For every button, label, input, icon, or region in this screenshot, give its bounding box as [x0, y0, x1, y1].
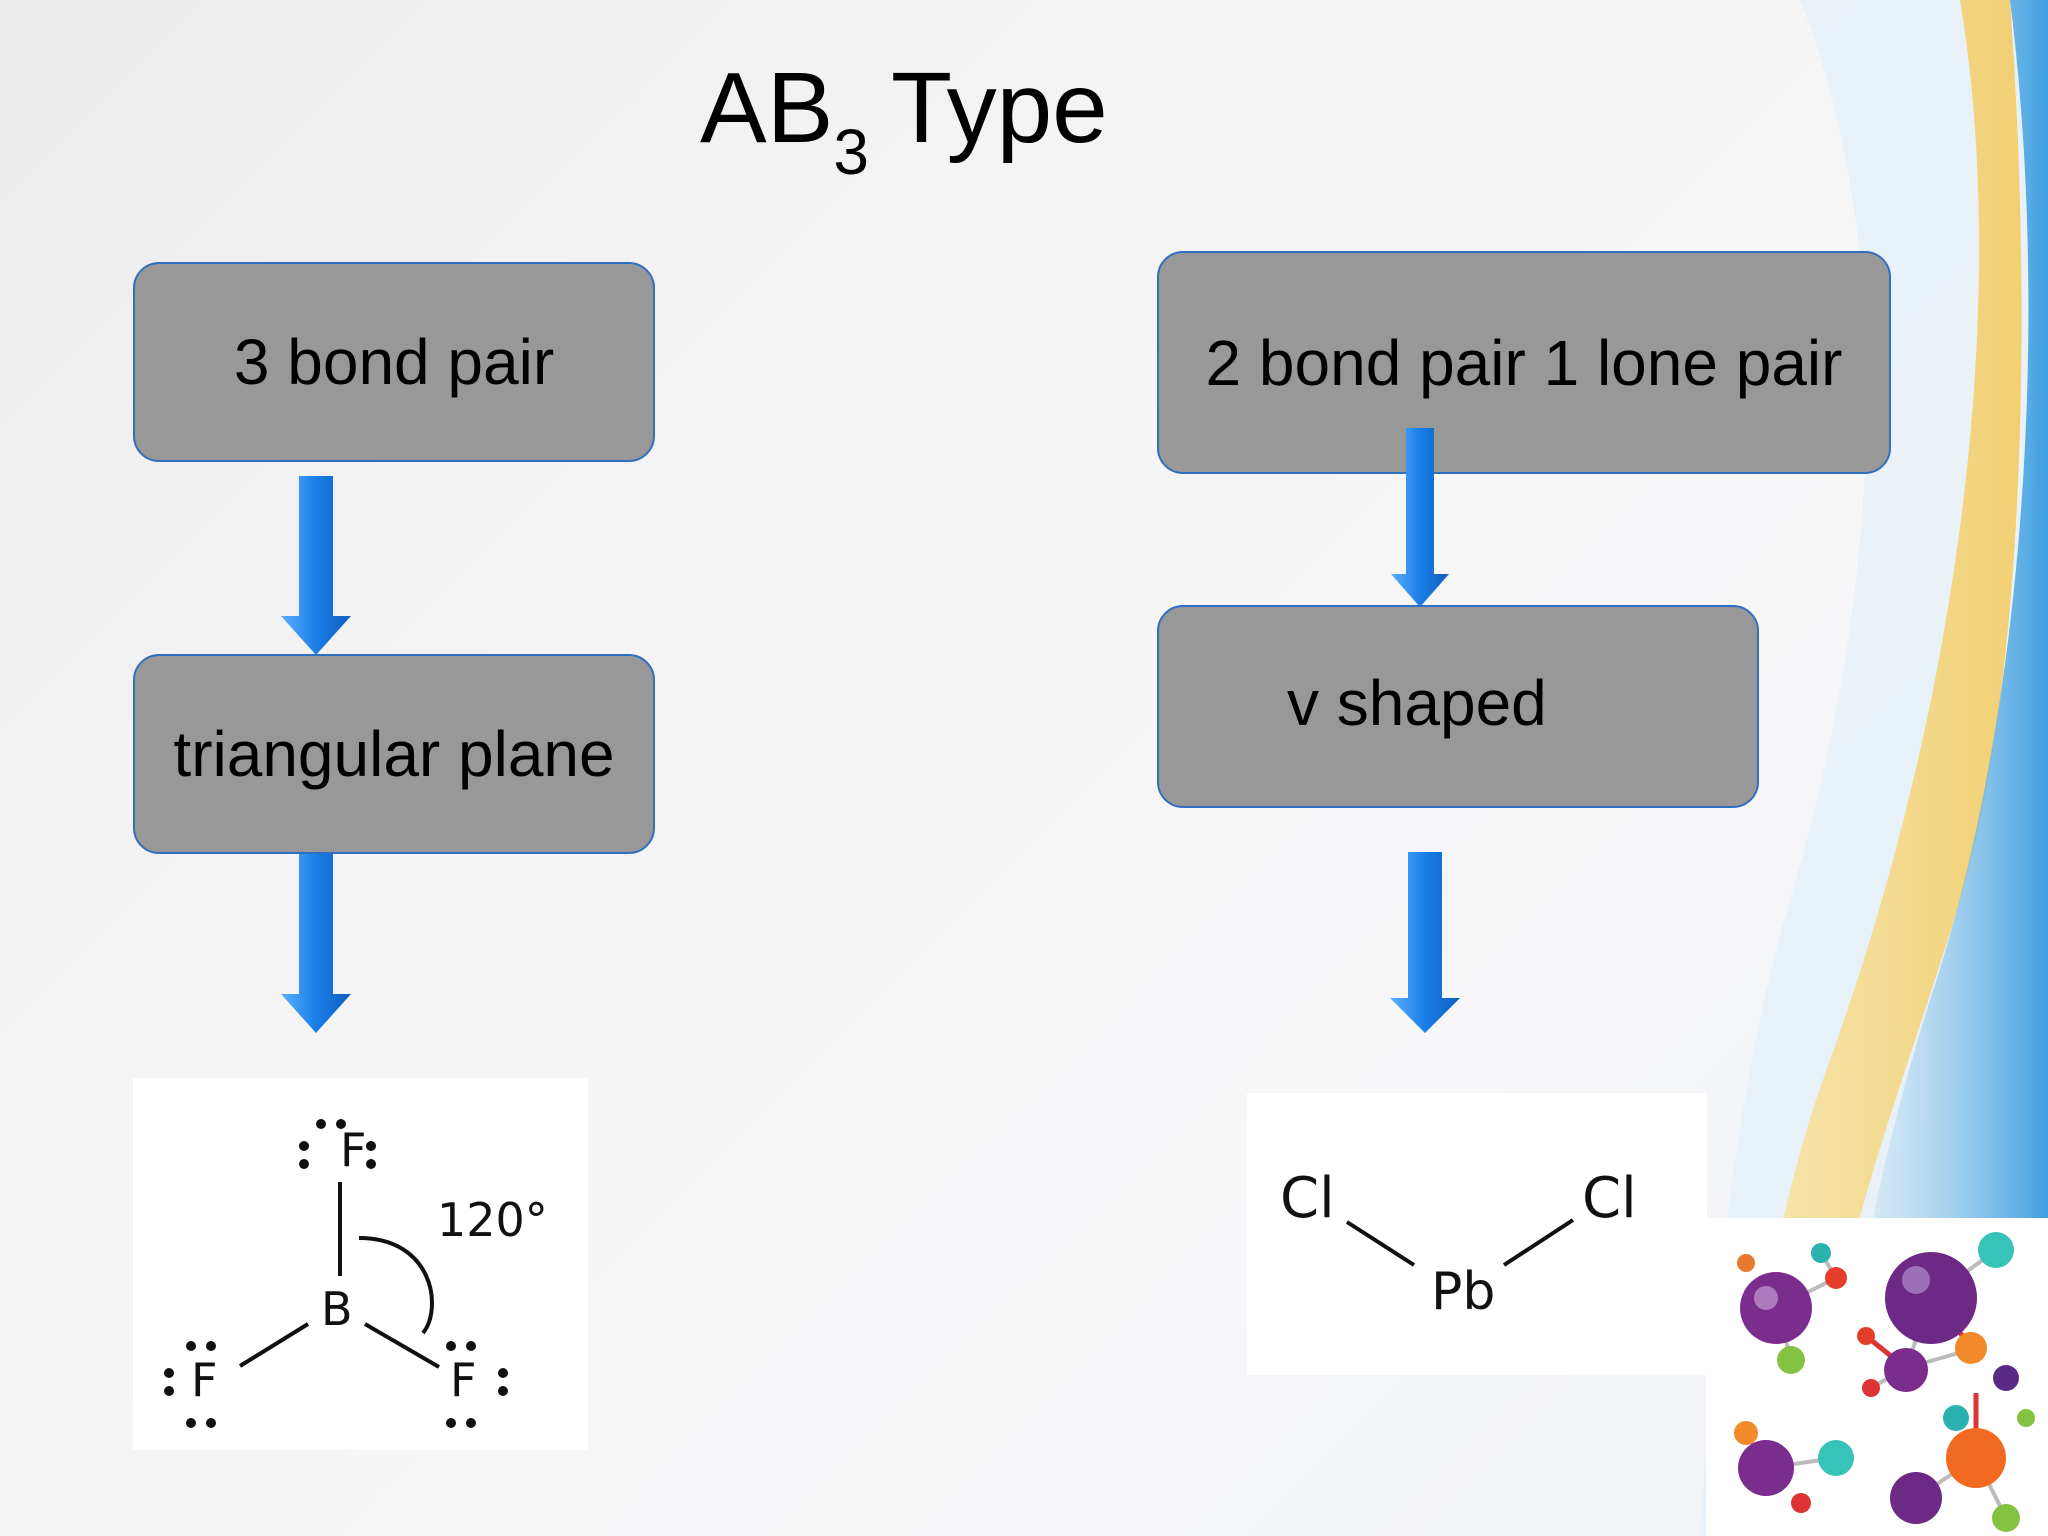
- bond-pb-cl-left: [1345, 1220, 1416, 1267]
- bf3-structure: F B 120° F F: [133, 1078, 588, 1450]
- box-bond-lone-pairs-label: 2 bond pair 1 lone pair: [1205, 326, 1843, 399]
- atom-right-f: F: [450, 1353, 476, 1407]
- box-geometry-label: triangular plane: [173, 718, 615, 790]
- box-geometry: triangular plane: [133, 654, 655, 854]
- atom-center-pb: Pb: [1431, 1262, 1495, 1322]
- atom-right-cl: Cl: [1582, 1166, 1637, 1231]
- lone-pair-dots: [299, 1119, 376, 1169]
- atom-left-f: F: [191, 1353, 217, 1407]
- box-molecular-shape-label: v shaped: [1287, 666, 1547, 739]
- angle-arc: [358, 1236, 434, 1335]
- lone-pair-dots: [164, 1341, 216, 1428]
- box-bond-pairs: 3 bond pair: [133, 262, 655, 462]
- bond-b-f-right: [363, 1322, 441, 1369]
- title-suffix: Type: [891, 52, 1108, 164]
- atom-center-b: B: [321, 1282, 353, 1336]
- molecule-graphic-icon: [1706, 1218, 2048, 1536]
- title-main: AB: [700, 52, 834, 164]
- box-molecular-shape: v shaped: [1157, 605, 1759, 808]
- title-subscript: 3: [833, 116, 869, 188]
- bond-pb-cl-right: [1502, 1218, 1575, 1267]
- atom-left-cl: Cl: [1280, 1166, 1335, 1231]
- bond-b-f-left: [238, 1322, 310, 1368]
- box-bond-lone-pairs: 2 bond pair 1 lone pair: [1157, 251, 1891, 474]
- angle-label: 120°: [437, 1193, 548, 1247]
- down-arrow-icon: [1390, 852, 1460, 1033]
- pbcl2-structure: Cl Pb Cl: [1247, 1093, 1707, 1375]
- down-arrow-icon: [281, 476, 351, 655]
- box-bond-pairs-label: 3 bond pair: [233, 326, 555, 398]
- down-arrow-icon: [1391, 428, 1449, 607]
- lone-pair-dots: [446, 1341, 508, 1428]
- down-arrow-icon: [281, 854, 351, 1033]
- atom-top-f: F: [340, 1123, 366, 1177]
